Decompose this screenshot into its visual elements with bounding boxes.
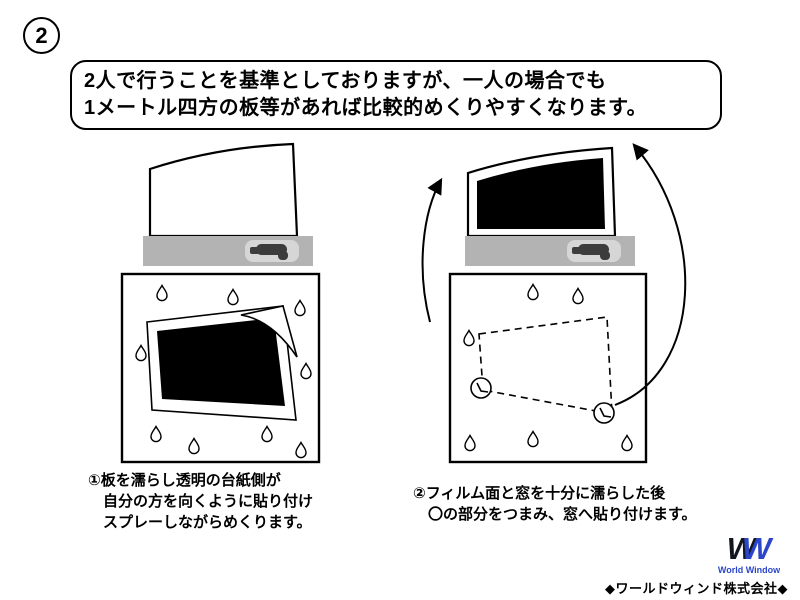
right-panel-box	[448, 272, 648, 464]
pinch-mark-right	[599, 407, 612, 418]
bubble-line: 2人で行うことを基準としておりますが、一人の場合でも	[84, 70, 607, 92]
bubble-line: 1メートル四方の板等があれば比較的めくりやすくなります。	[84, 97, 648, 119]
arrow-to-glass-left	[421, 177, 443, 323]
left-glass-pane	[148, 142, 299, 238]
logo-subtitle: World Window	[717, 565, 781, 575]
logo-monogram: WW	[712, 533, 786, 564]
caption-line: 自分の方を向くように貼り付け	[103, 493, 314, 510]
caption-line: ②フィルム面と窓を十分に濡らした後	[413, 485, 666, 502]
spray-bottle-icon	[567, 240, 621, 262]
caption-line: 〇の部分をつまみ、窓へ貼り付けます。	[428, 506, 697, 523]
pinch-point-left	[470, 377, 492, 399]
film-black-layer	[157, 318, 285, 406]
right-figure	[421, 143, 687, 464]
applied-film	[477, 158, 605, 229]
logo-w-black: W	[726, 531, 756, 566]
pinch-point-right	[593, 402, 615, 424]
world-window-logo: WW World Window	[712, 533, 786, 575]
caption-line: ①板を濡らし透明の台紙側が	[88, 472, 281, 489]
arrow-to-glass-right	[614, 143, 687, 406]
right-step-caption: ②フィルム面と窓を十分に濡らした後 〇の部分をつまみ、窓へ貼り付けます。	[413, 483, 697, 525]
spray-bottle-icon	[245, 240, 299, 262]
left-step-caption: ①板を濡らし透明の台紙側が 自分の方を向くように貼り付け スプレーしながらめくり…	[88, 470, 313, 533]
logo-w-blue: W	[742, 531, 772, 566]
company-name: ◆ワールドウィンド株式会社◆	[605, 581, 788, 596]
left-figure	[120, 142, 321, 464]
pinch-mark-left	[476, 382, 489, 393]
step-number-badge: 2	[23, 17, 60, 54]
caption-line: スプレーしながらめくります。	[103, 514, 312, 531]
instruction-bubble: 2人で行うことを基準としておりますが、一人の場合でも 1メートル四方の板等があれ…	[70, 60, 722, 130]
film-position-dashed	[478, 316, 613, 415]
peeled-corner	[240, 305, 298, 358]
